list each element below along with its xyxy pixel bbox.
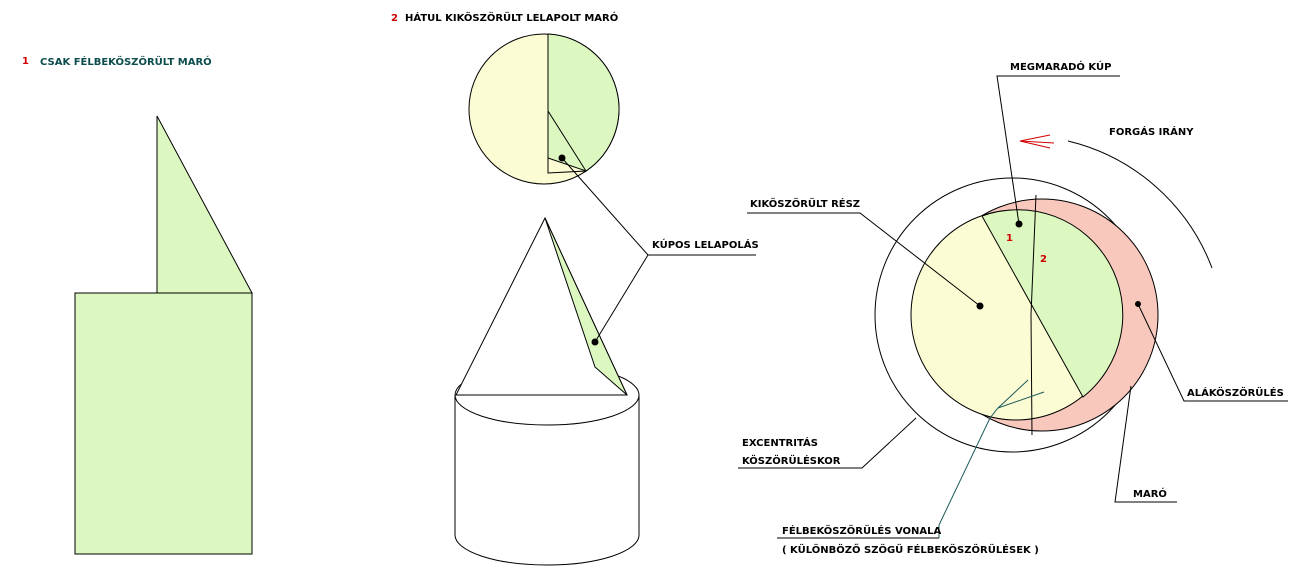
cone-line-2: [1030, 194, 1037, 436]
main-circle-green-segment: [981, 209, 1124, 398]
figure-3-eccentric: [874, 177, 1159, 453]
forgas-irany-label: FORGÁS IRÁNY: [1109, 127, 1194, 138]
figure-1-shank: [74, 292, 253, 555]
figure-2-side-view: [454, 216, 640, 566]
figure-3-leaders: [738, 75, 1288, 503]
megmarado-kup-label: MEGMARADÓ KÚP: [1010, 62, 1112, 73]
kupos-leaders: [561, 157, 756, 343]
felbekoszorules-note-label: ( KÜLÖNBÖZŐ SZÖGÜ FÉLBEKÖSZÖRÜLÉSEK ): [782, 545, 1039, 556]
maro-label: MARÓ: [1133, 489, 1167, 500]
circle-number-1: 1: [1006, 233, 1013, 244]
kupos-lelapolas-label: KÚPOS LELAPOLÁS: [652, 240, 759, 251]
top-view-flat: [547, 34, 587, 174]
leader-megmarado: [996, 75, 1120, 225]
cylinder-body: [454, 395, 640, 566]
felbe-section-line: [938, 379, 1029, 526]
leader-maro: [1114, 385, 1177, 503]
figure-2-number: 2: [391, 13, 398, 24]
felbe-section-line-2: [997, 391, 1045, 409]
leader-kikoszorult: [747, 212, 981, 307]
cone-flat-face: [544, 217, 628, 396]
rotation-arc: [1067, 140, 1213, 269]
leader-excentritas: [738, 417, 917, 469]
circle-number-2: 2: [1040, 254, 1047, 265]
excentritas-label-line-2: KÖSZÖRÜLÉSKOR: [742, 456, 841, 467]
leader-alakoszorules: [1137, 303, 1288, 402]
figure-1-number: 1: [22, 56, 29, 67]
kupos-leader-lower: [594, 254, 649, 343]
figure-2-top-view: [468, 33, 620, 185]
top-view-green-half: [547, 33, 620, 172]
figure-1-title: CSAK FÉLBEKÖSZÖRÜLT MARÓ: [40, 57, 212, 68]
figure-1-half-ground-cutter: [74, 115, 253, 555]
kikoszorult-resz-label: KIKÖSZÖRÜLT RÉSZ: [750, 199, 861, 210]
figure-1-tip: [156, 115, 253, 294]
alakoszorules-label: ALÁKÖSZÖRÜLÉS: [1187, 388, 1284, 399]
rotation-arrow-icon: [1019, 134, 1055, 149]
felbekoszorules-vonala-label: FÉLBEKÖSZÖRÜLÉS VONALA: [782, 526, 942, 537]
figure-2-title: HÁTUL KIKÖSZÖRÜLT LELAPOLT MARÓ: [405, 13, 619, 24]
excentritas-label-line-1: EXCENTRITÁS: [742, 438, 818, 449]
